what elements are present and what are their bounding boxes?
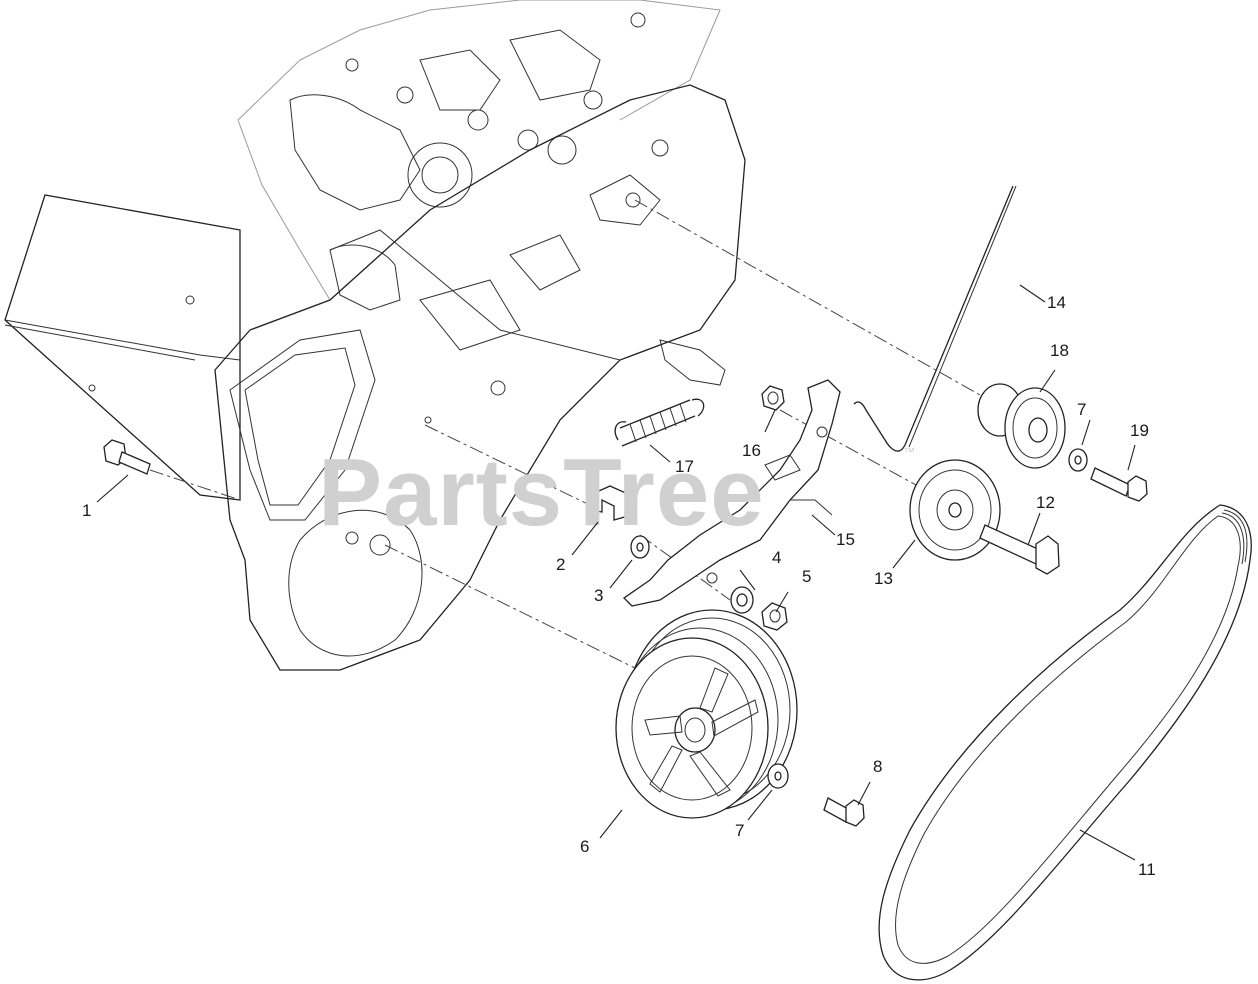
machine-housing	[4, 0, 746, 671]
callout-19: 19	[1130, 421, 1149, 440]
callout-6: 6	[580, 837, 589, 856]
callout-15: 15	[836, 530, 855, 549]
spacer-part-4	[730, 586, 754, 614]
callout-11: 11	[1138, 860, 1156, 879]
pulley-part-18	[977, 383, 1066, 469]
washer-part-7-upper	[1068, 448, 1088, 472]
callout-13: 13	[874, 569, 893, 588]
drive-pulley-part-6	[615, 609, 798, 819]
callout-2: 2	[556, 555, 565, 574]
bolt-part-1	[103, 439, 151, 475]
callout-5: 5	[802, 567, 811, 586]
callout-17: 17	[675, 457, 694, 476]
watermark-trademark: ™	[903, 445, 915, 459]
callout-18: 18	[1050, 341, 1069, 360]
idler-arm-part-15	[622, 379, 841, 607]
cable-part-14	[853, 185, 1017, 452]
watermark-text: PartsTree	[318, 439, 765, 546]
leader-lines	[96, 284, 1136, 861]
drive-belt-part-11	[878, 504, 1252, 981]
alignment-lines	[149, 199, 981, 701]
nut-part-5	[761, 602, 788, 631]
nut-part-16	[761, 385, 785, 411]
bolt-part-12	[979, 524, 1060, 575]
callout-4: 4	[772, 548, 781, 567]
washer-part-3	[630, 535, 650, 559]
callout-16: 16	[742, 441, 761, 460]
bolt-part-19	[1090, 467, 1148, 502]
callout-14: 14	[1047, 293, 1066, 312]
idler-pulley-part-13	[909, 459, 1001, 561]
watermark: PartsTree ™	[318, 439, 915, 546]
callout-1: 1	[82, 501, 91, 520]
bracket-part-2	[589, 485, 629, 521]
callout-3: 3	[594, 586, 603, 605]
callout-8: 8	[873, 757, 882, 776]
callout-labels: 1 2 3 4 5 6 7 7 8 11 12 13 14 15 16 17 1…	[82, 293, 1156, 879]
callout-7-lower: 7	[735, 821, 744, 840]
callout-7-upper: 7	[1077, 400, 1086, 419]
extension-spring-part-17	[614, 398, 705, 447]
bolt-part-8	[823, 797, 865, 827]
washer-part-7-lower	[767, 763, 789, 789]
callout-12: 12	[1036, 493, 1055, 512]
